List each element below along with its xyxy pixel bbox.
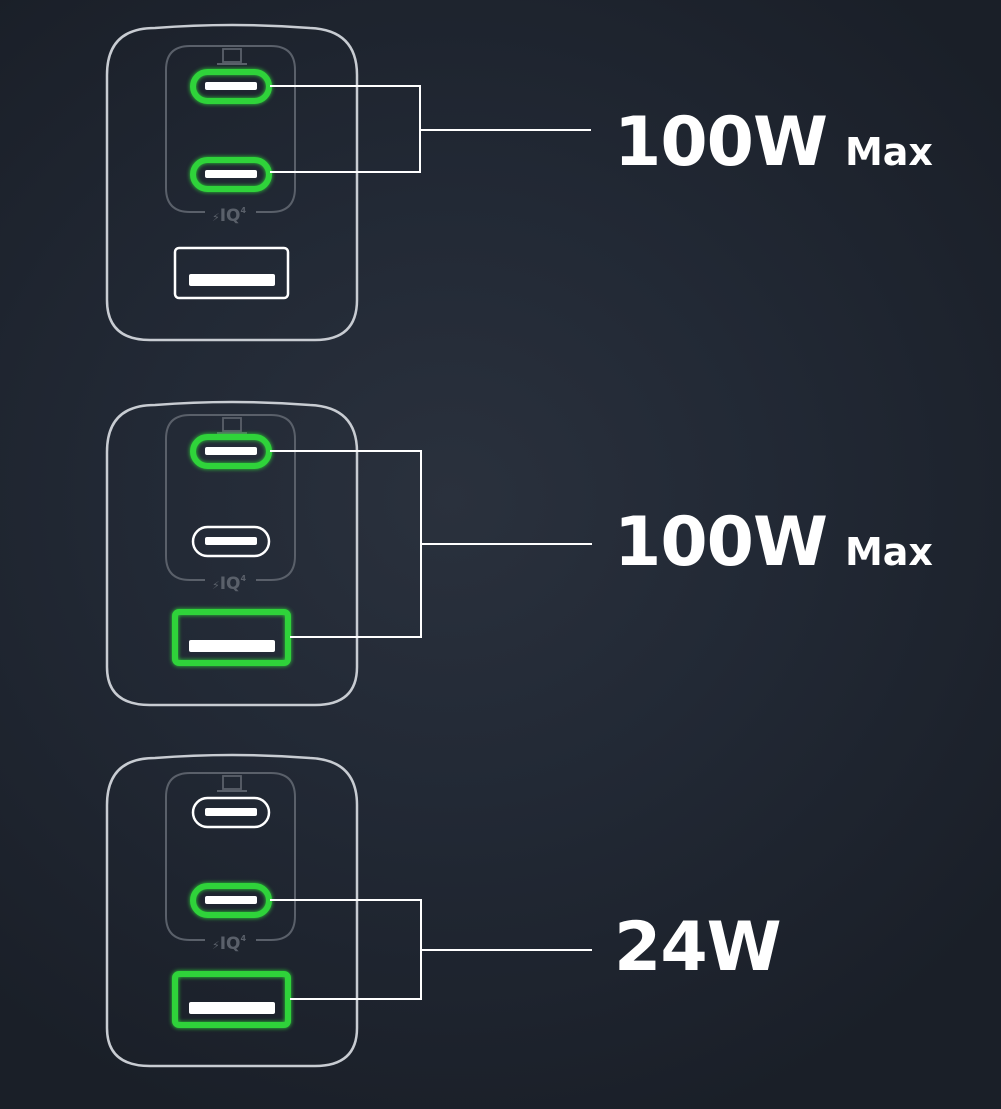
charger-diagram-1: ⚡IQ4 (105, 23, 591, 342)
usb-c-port-1[interactable] (190, 69, 272, 104)
charger-body (105, 753, 359, 1068)
usb-c-section-panel (165, 45, 296, 213)
usb-c-port-1[interactable] (191, 796, 271, 829)
usb-a-port[interactable] (173, 246, 290, 300)
usb-c-port-2[interactable] (190, 883, 272, 918)
charger-body (105, 400, 359, 707)
usb-c-section-panel (165, 414, 296, 581)
usb-c-port-1[interactable] (190, 434, 272, 469)
usb-a-port[interactable] (172, 609, 291, 666)
connector-bracket (270, 450, 592, 638)
power-qualifier: Max (844, 130, 933, 174)
charger-config-1: ⚡IQ4 100W Max (0, 0, 1001, 370)
power-value: 100W (614, 103, 828, 182)
usb-a-port[interactable] (172, 971, 291, 1028)
power-label: 100W Max (614, 503, 933, 582)
iq-brand-mark: ⚡IQ4 (212, 574, 247, 594)
usb-c-port-2[interactable] (190, 157, 272, 192)
laptop-icon (217, 775, 247, 792)
laptop-icon (217, 48, 247, 65)
iq-brand-mark: ⚡IQ4 (212, 934, 247, 954)
connector-bracket (270, 899, 592, 1000)
power-value: 100W (614, 503, 828, 582)
iq-brand-mark: ⚡IQ4 (212, 206, 247, 226)
laptop-icon (217, 417, 247, 434)
charger-diagram-3: ⚡IQ4 (105, 753, 592, 1068)
power-label: 24W (614, 908, 782, 987)
charger-config-2: ⚡IQ4 100W Max (0, 377, 1001, 747)
power-value: 24W (614, 908, 782, 987)
usb-c-section-panel (165, 772, 296, 941)
charger-config-3: ⚡IQ4 24W (0, 730, 1001, 1109)
connector-bracket (270, 85, 591, 173)
charger-body (105, 23, 359, 342)
usb-c-port-2[interactable] (191, 525, 271, 558)
charger-diagram-2: ⚡IQ4 (105, 400, 592, 707)
power-qualifier: Max (844, 530, 933, 574)
power-label: 100W Max (614, 103, 933, 182)
